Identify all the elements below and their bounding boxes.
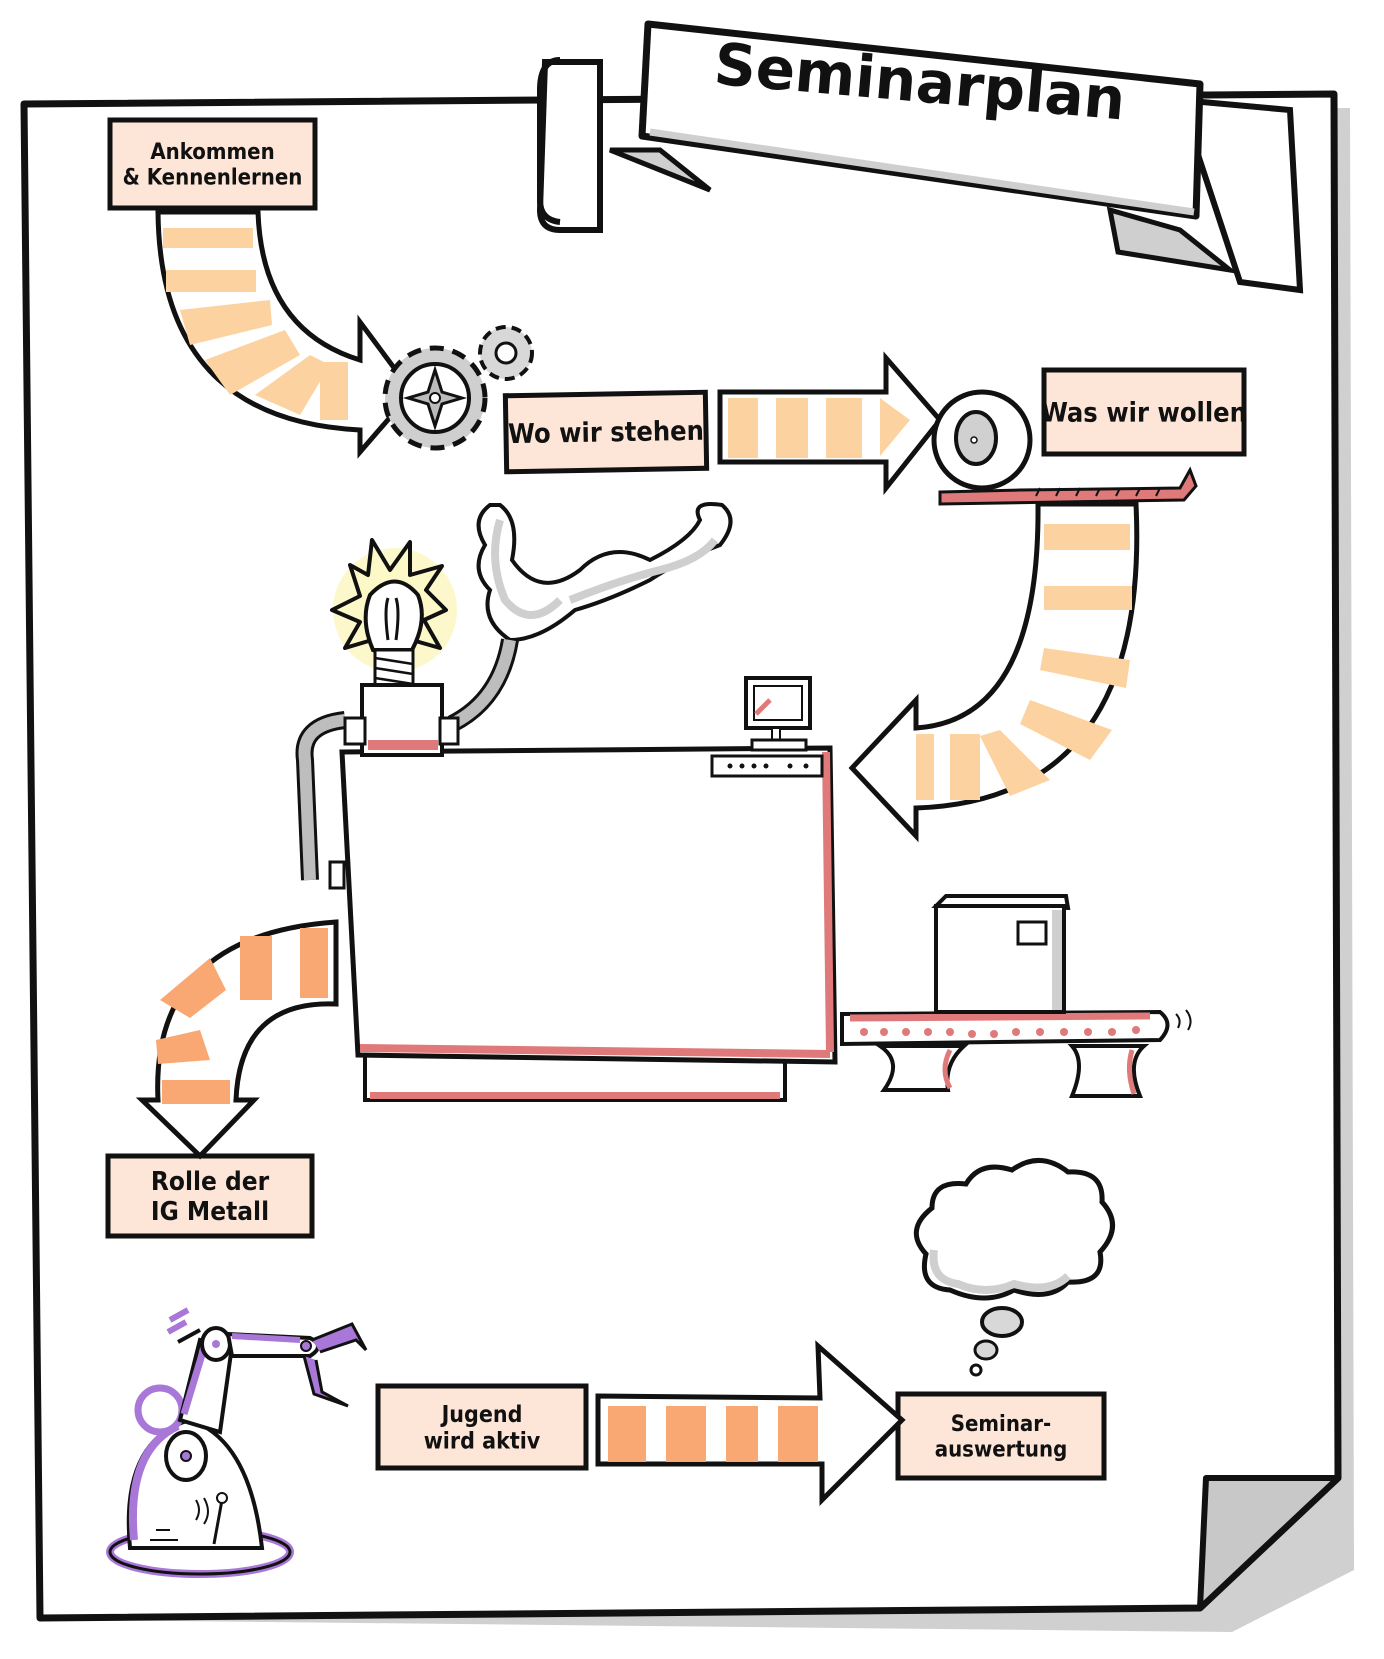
conveyor-belt-icon (840, 1009, 1192, 1098)
gears-icon (382, 325, 534, 451)
step-label: Ankommen (150, 140, 274, 165)
tape-roll-icon (931, 389, 1198, 506)
step-box-seminarauswertung: Seminar-auswertung (895, 1391, 1107, 1481)
step-label: & Kennenlernen (123, 165, 303, 190)
monitor-icon (744, 676, 812, 752)
step-label: wird aktiv (424, 1428, 541, 1454)
thought-cloud-icon (914, 1158, 1115, 1377)
step-box-background (895, 1391, 1107, 1481)
box-icon (931, 894, 1071, 1014)
step-label: Wo wir stehen (508, 416, 704, 450)
step-label: IG Metall (151, 1197, 269, 1227)
step-box-was-wir-wollen: Was wir wollen (1041, 367, 1247, 457)
step-box-wo-wir-stehen: Wo wir stehen (502, 389, 710, 475)
machine-hoses (295, 638, 519, 881)
step-box-background (375, 1383, 589, 1471)
smoke-cloud-icon (476, 502, 733, 643)
step-box-background (502, 389, 710, 475)
step-label: Rolle der (151, 1167, 270, 1197)
arrow-wo-to-was (717, 351, 944, 496)
arrow-machine-to-rolle (135, 919, 339, 1160)
step-label: Seminar- (951, 1412, 1052, 1437)
step-box-background (105, 1153, 315, 1239)
step-box-ankommen: Ankommen& Kennenlernen (107, 117, 318, 211)
step-label: auswertung (935, 1437, 1068, 1462)
title-banner: Seminarplan (536, 20, 1304, 294)
lightbulb-icon (330, 538, 457, 688)
step-label: Jugend (440, 1402, 523, 1428)
robot-arm-icon (106, 1307, 368, 1578)
arrow-was-to-machine (848, 501, 1140, 843)
step-box-background (1041, 367, 1247, 457)
step-box-background (107, 117, 318, 211)
page-curl (1197, 1475, 1341, 1611)
arrow-jugend-to-auswertung (595, 1340, 906, 1507)
arrow-ankommen-to-gears (155, 209, 416, 459)
machine-icon (328, 683, 838, 1102)
step-label: Was wir wollen (1041, 397, 1247, 428)
